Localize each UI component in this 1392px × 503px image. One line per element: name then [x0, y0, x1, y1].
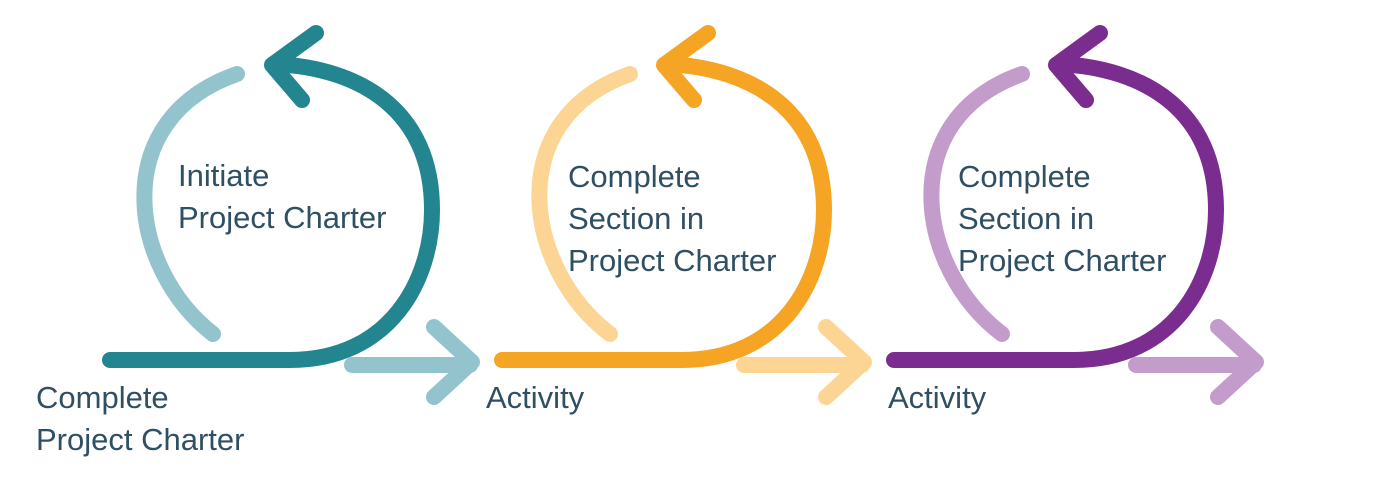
cycle-1-exit-arrow [344, 319, 480, 405]
cycle-3-label-line: Section in [958, 201, 1095, 236]
cycle-3-label: Complete Section in Project Charter [958, 156, 1166, 282]
cycle-3-exit-arrow [1128, 319, 1264, 405]
cycle-2-label: Complete Section in Project Charter [568, 156, 776, 282]
cycle-3-graphic [886, 25, 1264, 405]
cycle-3-light-arc [923, 66, 1030, 342]
cycle-2-label-line: Project Charter [568, 243, 777, 278]
bottom-label-1-line: Project Charter [36, 422, 245, 457]
cycle-3-label-line: Complete [958, 159, 1091, 194]
cycle-3-label-line: Project Charter [958, 243, 1167, 278]
cycle-2-label-line: Complete [568, 159, 701, 194]
cycle-2-label-line: Section in [568, 201, 705, 236]
cycle-1-graphic [102, 25, 480, 405]
cycle-2-main-loop [494, 56, 833, 368]
bottom-label-2-line: Activity [486, 380, 585, 415]
cycle-3-loop-arrowhead [1048, 25, 1108, 108]
bottom-label-1-line: Complete [36, 380, 169, 415]
cycle-1-label-line: Initiate [178, 158, 270, 193]
cycle-1-label-line: Project Charter [178, 200, 387, 235]
cycle-2-light-arc [531, 66, 638, 342]
cycle-1-loop-arrowhead [264, 25, 324, 108]
cycle-2-loop-arrowhead [656, 25, 716, 108]
bottom-label-1: Complete Project Charter [36, 377, 244, 461]
cycle-1-light-arc [136, 66, 245, 342]
bottom-label-3: Activity [888, 377, 986, 419]
bottom-label-3-line: Activity [888, 380, 987, 415]
cycle-1-main-loop [102, 56, 441, 368]
cycle-2-exit-arrow [736, 319, 872, 405]
cycle-1-label: Initiate Project Charter [178, 155, 386, 239]
cycle-2-graphic [494, 25, 872, 405]
cycle-3-main-loop [886, 56, 1225, 368]
bottom-label-2: Activity [486, 377, 584, 419]
